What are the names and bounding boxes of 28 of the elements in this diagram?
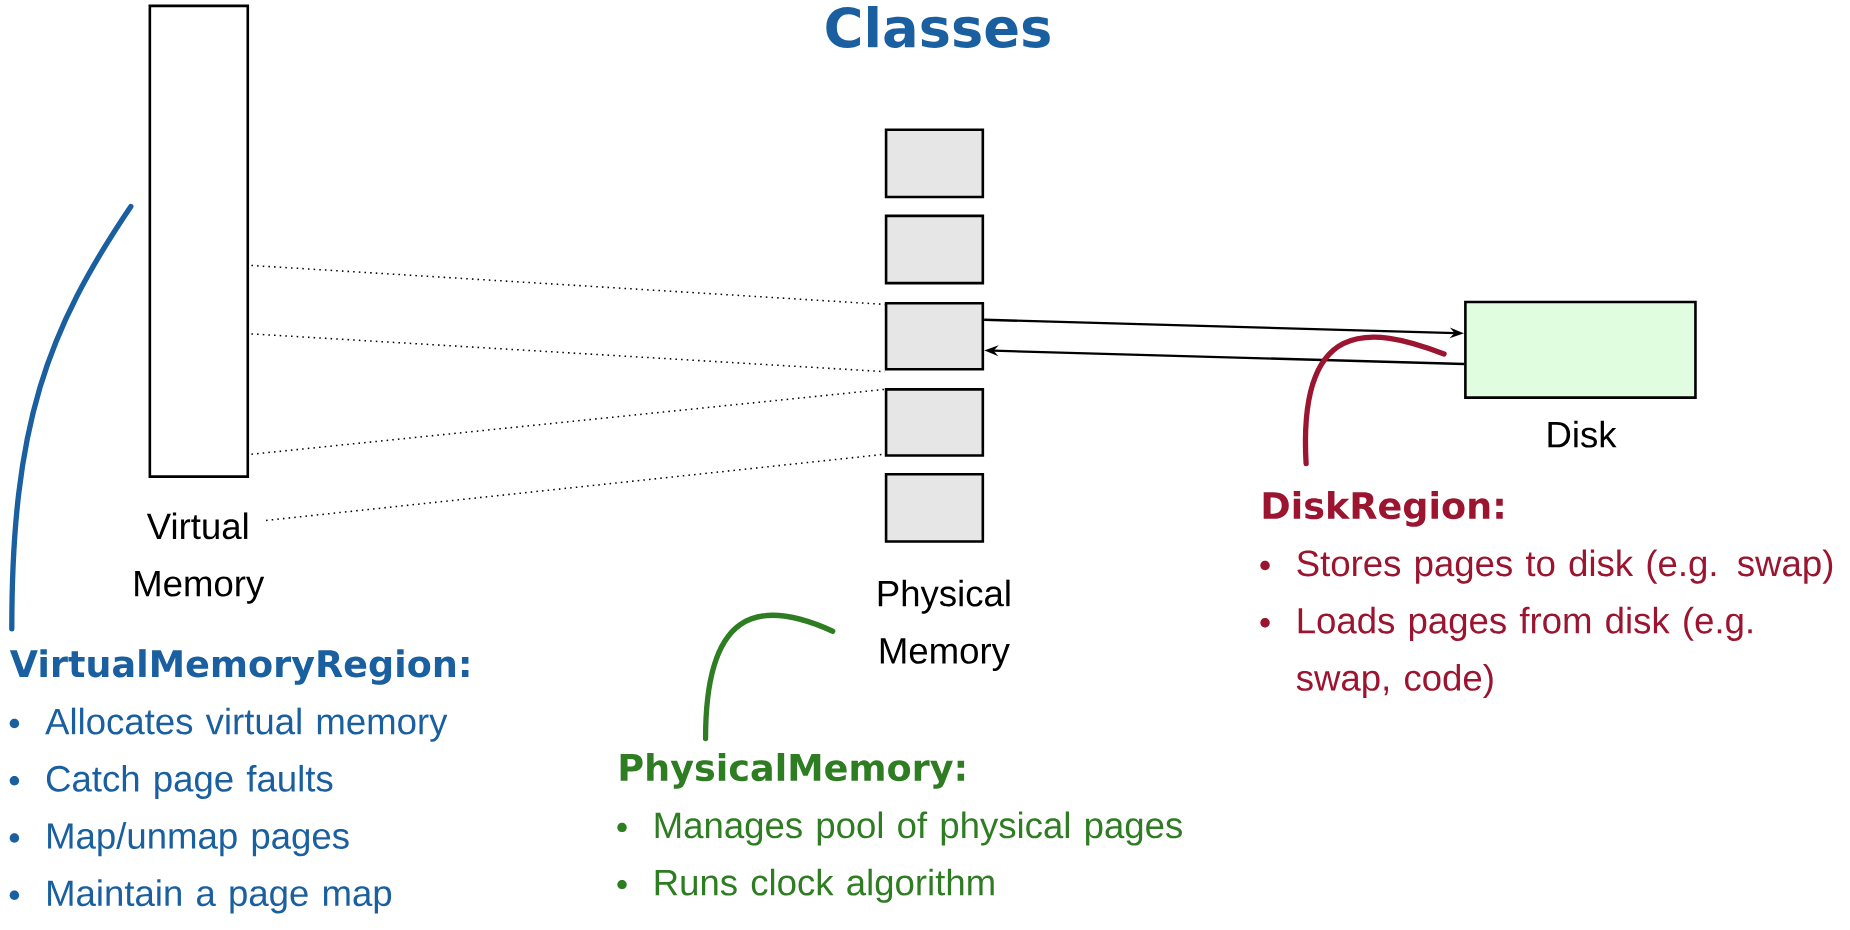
node-label: Runs clock algorithm [655,868,994,903]
node-label: Maintain a page map [48,879,392,914]
node-label: PhysicalMemory: [620,753,965,789]
title: Classes [826,6,1050,49]
node-label: DiskRegion: [1263,491,1503,527]
leader-line [702,612,836,742]
node-label: VirtualMemoryRegion: [9,649,469,685]
node-label: Manages pool of physical pages [655,811,1182,846]
page-box [884,388,985,457]
node-label: Stores pages to disk (e.g. swap) [1297,549,1833,584]
node-label: Map/unmap pages [48,822,349,857]
box-label: Virtual Memory [135,512,265,604]
mapping-line [250,388,886,456]
page-box [884,473,985,543]
page-box [884,214,985,285]
box-label: Disk [1548,420,1617,448]
node-label: Allocates virtual memory [45,707,448,742]
bullet-list: DiskRegion: Stores pages to disk (e.g. swap) Loads pages from disk (e.g. swap, code) [1260,491,1833,699]
node-label: Loads pages from disk (e.g. swap, code) [1296,606,1752,699]
page-box [884,302,985,371]
leader-line [9,203,134,632]
leader-line [1303,334,1447,467]
memory-box [148,4,250,479]
node-label: Catch page faults [46,765,333,800]
bullet-list: VirtualMemoryRegion: Allocates virtual memory Catch page faults Map/unmap pages Maintain a page map [9,649,469,914]
page-box [884,128,985,199]
box-label: Physical Memory [878,579,1010,672]
bullet-list: PhysicalMemory: Manages pool of physical pages Runs clock algorithm [617,753,1182,903]
